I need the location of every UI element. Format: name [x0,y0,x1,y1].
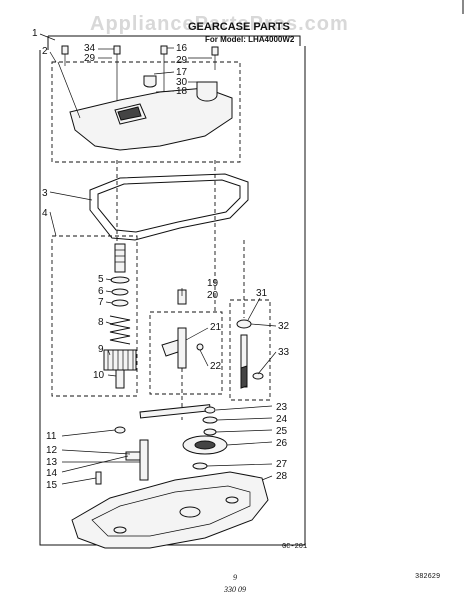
callout-31: 31 [256,288,268,299]
callout-8: 8 [98,317,104,328]
callout-34: 34 [84,43,96,54]
callout-7: 7 [98,297,104,308]
assembly-frame-top [47,35,301,50]
callout-33: 33 [278,347,290,358]
callout-25: 25 [276,426,288,437]
assembly-frame-left [39,50,305,546]
callout-15: 15 [46,480,58,491]
handwritten-note-2: 330 09 [223,585,246,594]
callout-21: 21 [210,322,222,333]
leader-lines [39,33,277,485]
callout-12: 12 [46,445,58,456]
callout-28: 28 [276,471,288,482]
callout-32: 32 [278,321,290,332]
callout-29-right: 29 [176,55,188,66]
callout-27: 27 [276,459,288,470]
callout-17: 17 [176,67,188,78]
shifter-assembly-box [149,311,223,395]
cover-gasket [89,173,249,241]
gearcase-cover [69,75,233,151]
callout-9: 9 [98,344,104,355]
callout-26: 26 [276,438,288,449]
callout-labels: 1 2 3 4 5 6 7 8 9 10 11 12 13 14 15 16 1… [32,28,290,491]
agitator-shaft-box [229,299,271,401]
callout-29-left: 29 [84,53,96,64]
callout-13: 13 [46,457,58,468]
main-gear-parts [95,404,228,485]
agitator-shaft-parts [236,319,264,389]
callout-14: 14 [46,468,58,479]
callout-3: 3 [42,188,48,199]
callout-30: 30 [176,77,188,88]
gearcase-base [71,471,269,549]
callout-16: 16 [176,43,188,54]
callout-6: 6 [98,286,104,297]
callout-19: 19 [207,278,219,289]
drive-assembly-box [51,235,138,397]
callout-1: 1 [32,28,38,39]
callout-24: 24 [276,414,288,425]
callout-11: 11 [46,431,57,442]
cover-assembly-box [51,61,241,163]
drive-shaft-stack [103,243,137,389]
watermark: AppliancePartsPros.com [90,13,349,35]
shifter-parts [161,289,204,420]
diagram-subtitle: For Model: LHA4000W2 [205,35,295,44]
diagram-code: GC-201 [282,543,307,551]
page-code: 382629 [415,573,440,581]
callout-2: 2 [42,46,48,57]
callout-23: 23 [276,402,288,413]
callout-5: 5 [98,274,104,285]
callout-18: 18 [176,86,188,97]
diagram-title: GEARCASE PARTS [188,21,290,33]
callout-10: 10 [93,370,105,381]
callout-20: 20 [207,290,219,301]
callout-22: 22 [210,361,222,372]
handwritten-note-1: 9 [233,573,237,582]
callout-4: 4 [42,208,48,219]
